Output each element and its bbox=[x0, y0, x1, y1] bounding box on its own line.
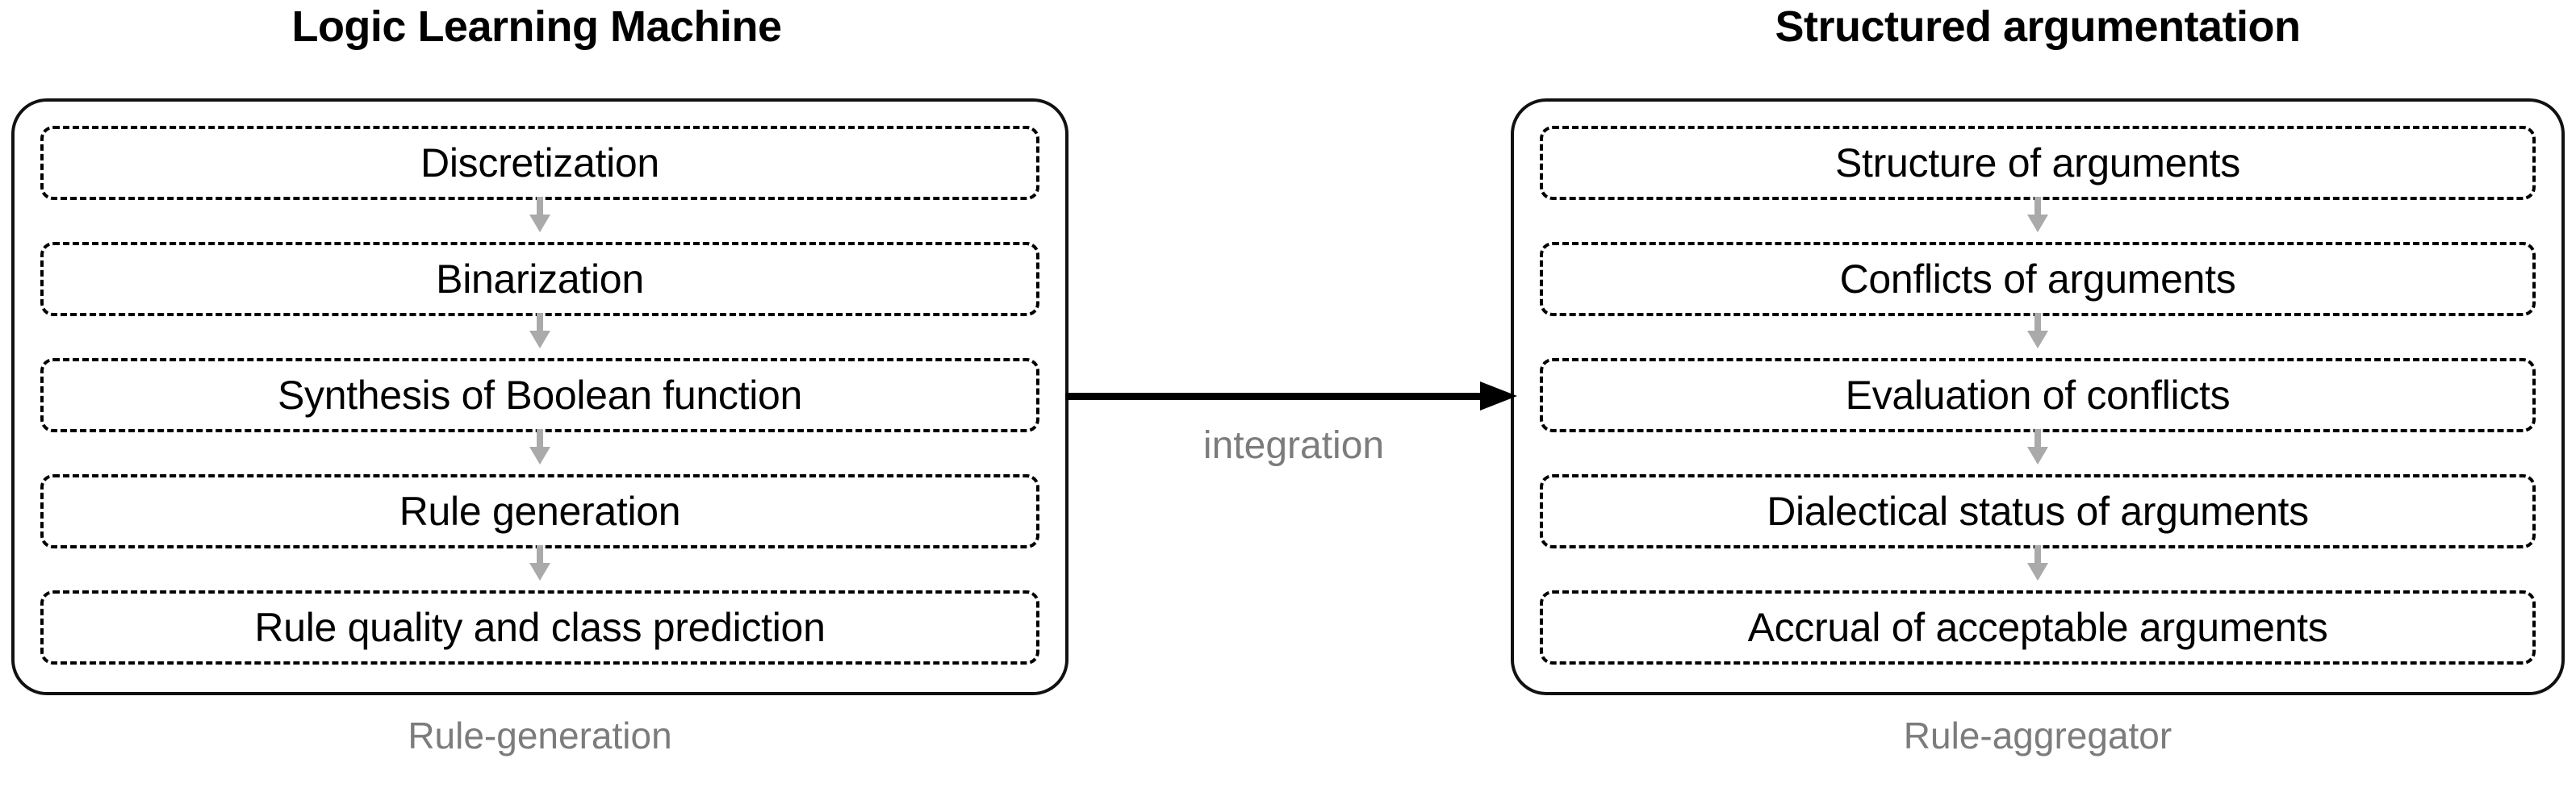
right-step-2[interactable]: Conflicts of arguments bbox=[1540, 242, 2536, 348]
down-arrow-icon bbox=[2024, 545, 2051, 581]
down-arrow-icon bbox=[2024, 197, 2051, 232]
integration-arrow-icon bbox=[1065, 379, 1522, 413]
integration-label: integration bbox=[1202, 424, 1385, 467]
right-panel: Structure of arguments Conflicts of argu… bbox=[1511, 98, 2565, 695]
left-step-1-label: Discretization bbox=[420, 140, 659, 185]
left-panel: Discretization Binarization Synthesis of… bbox=[11, 98, 1068, 695]
left-step-4[interactable]: Rule generation bbox=[40, 474, 1039, 581]
left-panel-steps: Discretization Binarization Synthesis of… bbox=[15, 102, 1065, 692]
right-step-4-label: Dialectical status of arguments bbox=[1767, 489, 2309, 534]
right-step-1[interactable]: Structure of arguments bbox=[1540, 126, 2536, 232]
left-step-3[interactable]: Synthesis of Boolean function bbox=[40, 358, 1039, 465]
down-arrow-icon bbox=[2024, 313, 2051, 348]
down-arrow-icon bbox=[526, 429, 554, 465]
down-arrow-icon bbox=[526, 545, 554, 581]
down-arrow-icon bbox=[2024, 429, 2051, 465]
down-arrow-icon bbox=[526, 313, 554, 348]
left-column-title: Logic Learning Machine bbox=[291, 2, 782, 51]
left-step-2[interactable]: Binarization bbox=[40, 242, 1039, 348]
right-column-title: Structured argumentation bbox=[1775, 2, 2301, 51]
right-step-1-label: Structure of arguments bbox=[1835, 140, 2240, 185]
left-step-4-label: Rule generation bbox=[399, 489, 681, 534]
left-step-2-label: Binarization bbox=[436, 256, 644, 302]
right-step-5-label: Accrual of acceptable arguments bbox=[1747, 605, 2328, 650]
right-panel-caption: Rule-aggregator bbox=[1903, 715, 2172, 757]
down-arrow-icon bbox=[526, 197, 554, 232]
left-step-3-label: Synthesis of Boolean function bbox=[277, 373, 803, 418]
left-step-5-label: Rule quality and class prediction bbox=[254, 605, 826, 650]
right-panel-steps: Structure of arguments Conflicts of argu… bbox=[1514, 102, 2561, 692]
left-panel-caption: Rule-generation bbox=[408, 715, 672, 757]
left-step-5[interactable]: Rule quality and class prediction bbox=[40, 590, 1039, 665]
left-step-1[interactable]: Discretization bbox=[40, 126, 1039, 232]
right-step-5[interactable]: Accrual of acceptable arguments bbox=[1540, 590, 2536, 665]
right-step-2-label: Conflicts of arguments bbox=[1839, 256, 2236, 302]
right-step-3-label: Evaluation of conflicts bbox=[1845, 373, 2231, 418]
right-step-3[interactable]: Evaluation of conflicts bbox=[1540, 358, 2536, 465]
right-step-4[interactable]: Dialectical status of arguments bbox=[1540, 474, 2536, 581]
